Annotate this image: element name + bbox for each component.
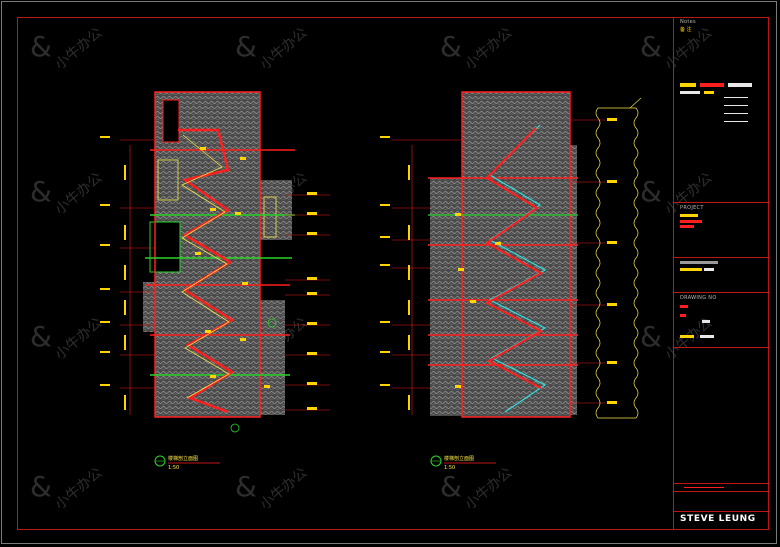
divider xyxy=(674,292,770,293)
watermark-layer: &小牛办公 &小牛办公 &小牛办公 &小牛办公 &小牛办公 &小牛办公 &小牛办… xyxy=(30,25,715,513)
project-bar xyxy=(680,220,702,223)
notes-rule xyxy=(724,105,748,106)
stair-section-right xyxy=(380,91,642,419)
watermark-mark: &小牛办公 xyxy=(235,25,310,73)
svg-text:小牛办公: 小牛办公 xyxy=(257,25,310,73)
annotation-tags-right xyxy=(307,192,317,410)
svg-text:&: & xyxy=(235,30,257,63)
svg-text:&: & xyxy=(30,175,52,208)
project-name-bar xyxy=(704,268,714,271)
caption-title: 楼梯剖立面图 xyxy=(444,455,474,462)
drawing-caption-right: 楼梯剖立面图 1:50 xyxy=(430,455,496,471)
drawing-border-inner xyxy=(17,17,769,530)
notes-label-cn: 备 注 xyxy=(680,27,692,33)
section-annex xyxy=(260,300,285,415)
caption-scale: 1:50 xyxy=(168,465,179,471)
stair-handrail xyxy=(181,134,230,399)
svg-text:小牛办公: 小牛办公 xyxy=(462,465,515,513)
project-label: PROJECT xyxy=(680,205,704,211)
section-annex xyxy=(565,145,577,415)
svg-text:&: & xyxy=(440,30,462,63)
ladder xyxy=(263,196,277,238)
drawing-no-bar xyxy=(680,314,686,317)
watermark-mark: &小牛办公 xyxy=(235,465,310,513)
revision-cloud xyxy=(595,107,639,419)
svg-text:小牛办公: 小牛办公 xyxy=(462,25,515,73)
stair-flight-structure xyxy=(484,127,544,389)
svg-text:小牛办公: 小牛办公 xyxy=(52,25,105,73)
svg-text:&: & xyxy=(640,320,662,353)
section-outline xyxy=(461,91,571,418)
divider xyxy=(674,257,770,258)
annotation-tags-right xyxy=(607,118,617,404)
caption-scale: 1:50 xyxy=(444,465,455,471)
divider xyxy=(674,483,770,484)
watermark-mark: &小牛办公 xyxy=(440,25,515,73)
project-name-bar xyxy=(680,261,718,264)
divider xyxy=(674,491,770,492)
svg-text:&: & xyxy=(30,30,52,63)
drawing-no-bar xyxy=(680,305,688,308)
section-symbol xyxy=(230,423,240,433)
designer-name: STEVE LEUNG xyxy=(680,514,756,524)
notes-bar xyxy=(704,91,714,94)
svg-text:小牛办公: 小牛办公 xyxy=(257,465,310,513)
project-name-bar xyxy=(680,268,702,271)
divider xyxy=(674,511,770,512)
section-symbol xyxy=(267,318,277,328)
signature-line xyxy=(684,487,724,488)
notes-bar xyxy=(680,83,696,87)
level-marks-left xyxy=(380,136,410,410)
svg-text:小牛办公: 小牛办公 xyxy=(52,465,105,513)
notes-label: Notes xyxy=(680,19,696,25)
caption-title: 楼梯剖立面图 xyxy=(168,455,198,462)
svg-text:&: & xyxy=(30,320,52,353)
title-block: Notes 备 注 PROJECT DRAWING NO STEVE LEUNG xyxy=(673,17,770,530)
watermark-mark: &小牛办公 xyxy=(440,465,515,513)
svg-text:&: & xyxy=(30,470,52,503)
divider xyxy=(674,347,770,348)
watermark-mark: &小牛办公 xyxy=(30,315,105,363)
section-annex xyxy=(143,282,161,332)
drawing-no-bar xyxy=(700,335,714,338)
drawing-no-label: DRAWING NO xyxy=(680,295,717,301)
project-bar xyxy=(680,214,698,217)
section-annex xyxy=(430,178,465,416)
notes-rule xyxy=(724,97,748,98)
level-marks-left xyxy=(100,136,126,410)
svg-text:&: & xyxy=(640,30,662,63)
notes-bar xyxy=(728,83,752,87)
revision-leader xyxy=(629,97,642,109)
watermark-mark: &小牛办公 xyxy=(30,465,105,513)
notes-bar xyxy=(700,83,724,87)
drawing-caption-left: 楼梯剖立面图 1:50 xyxy=(154,455,220,471)
ladder xyxy=(157,159,179,201)
notes-rule xyxy=(724,121,748,122)
watermark-mark: &小牛办公 xyxy=(30,170,105,218)
notes-bar xyxy=(680,91,700,94)
watermark-mark: &小牛办公 xyxy=(30,25,105,73)
section-outline xyxy=(154,91,261,418)
drawing-no-bar xyxy=(702,320,710,323)
svg-text:小牛办公: 小牛办公 xyxy=(52,315,105,363)
svg-text:小牛办公: 小牛办公 xyxy=(52,170,105,218)
window-opening xyxy=(162,99,180,143)
tag-markers xyxy=(195,147,270,388)
leader-lines xyxy=(392,119,605,415)
notes-rule xyxy=(724,113,748,114)
stair-section-left xyxy=(100,91,330,433)
divider xyxy=(674,202,770,203)
tag-markers xyxy=(455,213,501,388)
project-bar xyxy=(680,225,694,228)
stair-flight xyxy=(178,128,235,414)
drawing-no-bar xyxy=(680,335,694,338)
svg-text:&: & xyxy=(235,470,257,503)
svg-text:&: & xyxy=(440,470,462,503)
svg-text:&: & xyxy=(640,175,662,208)
